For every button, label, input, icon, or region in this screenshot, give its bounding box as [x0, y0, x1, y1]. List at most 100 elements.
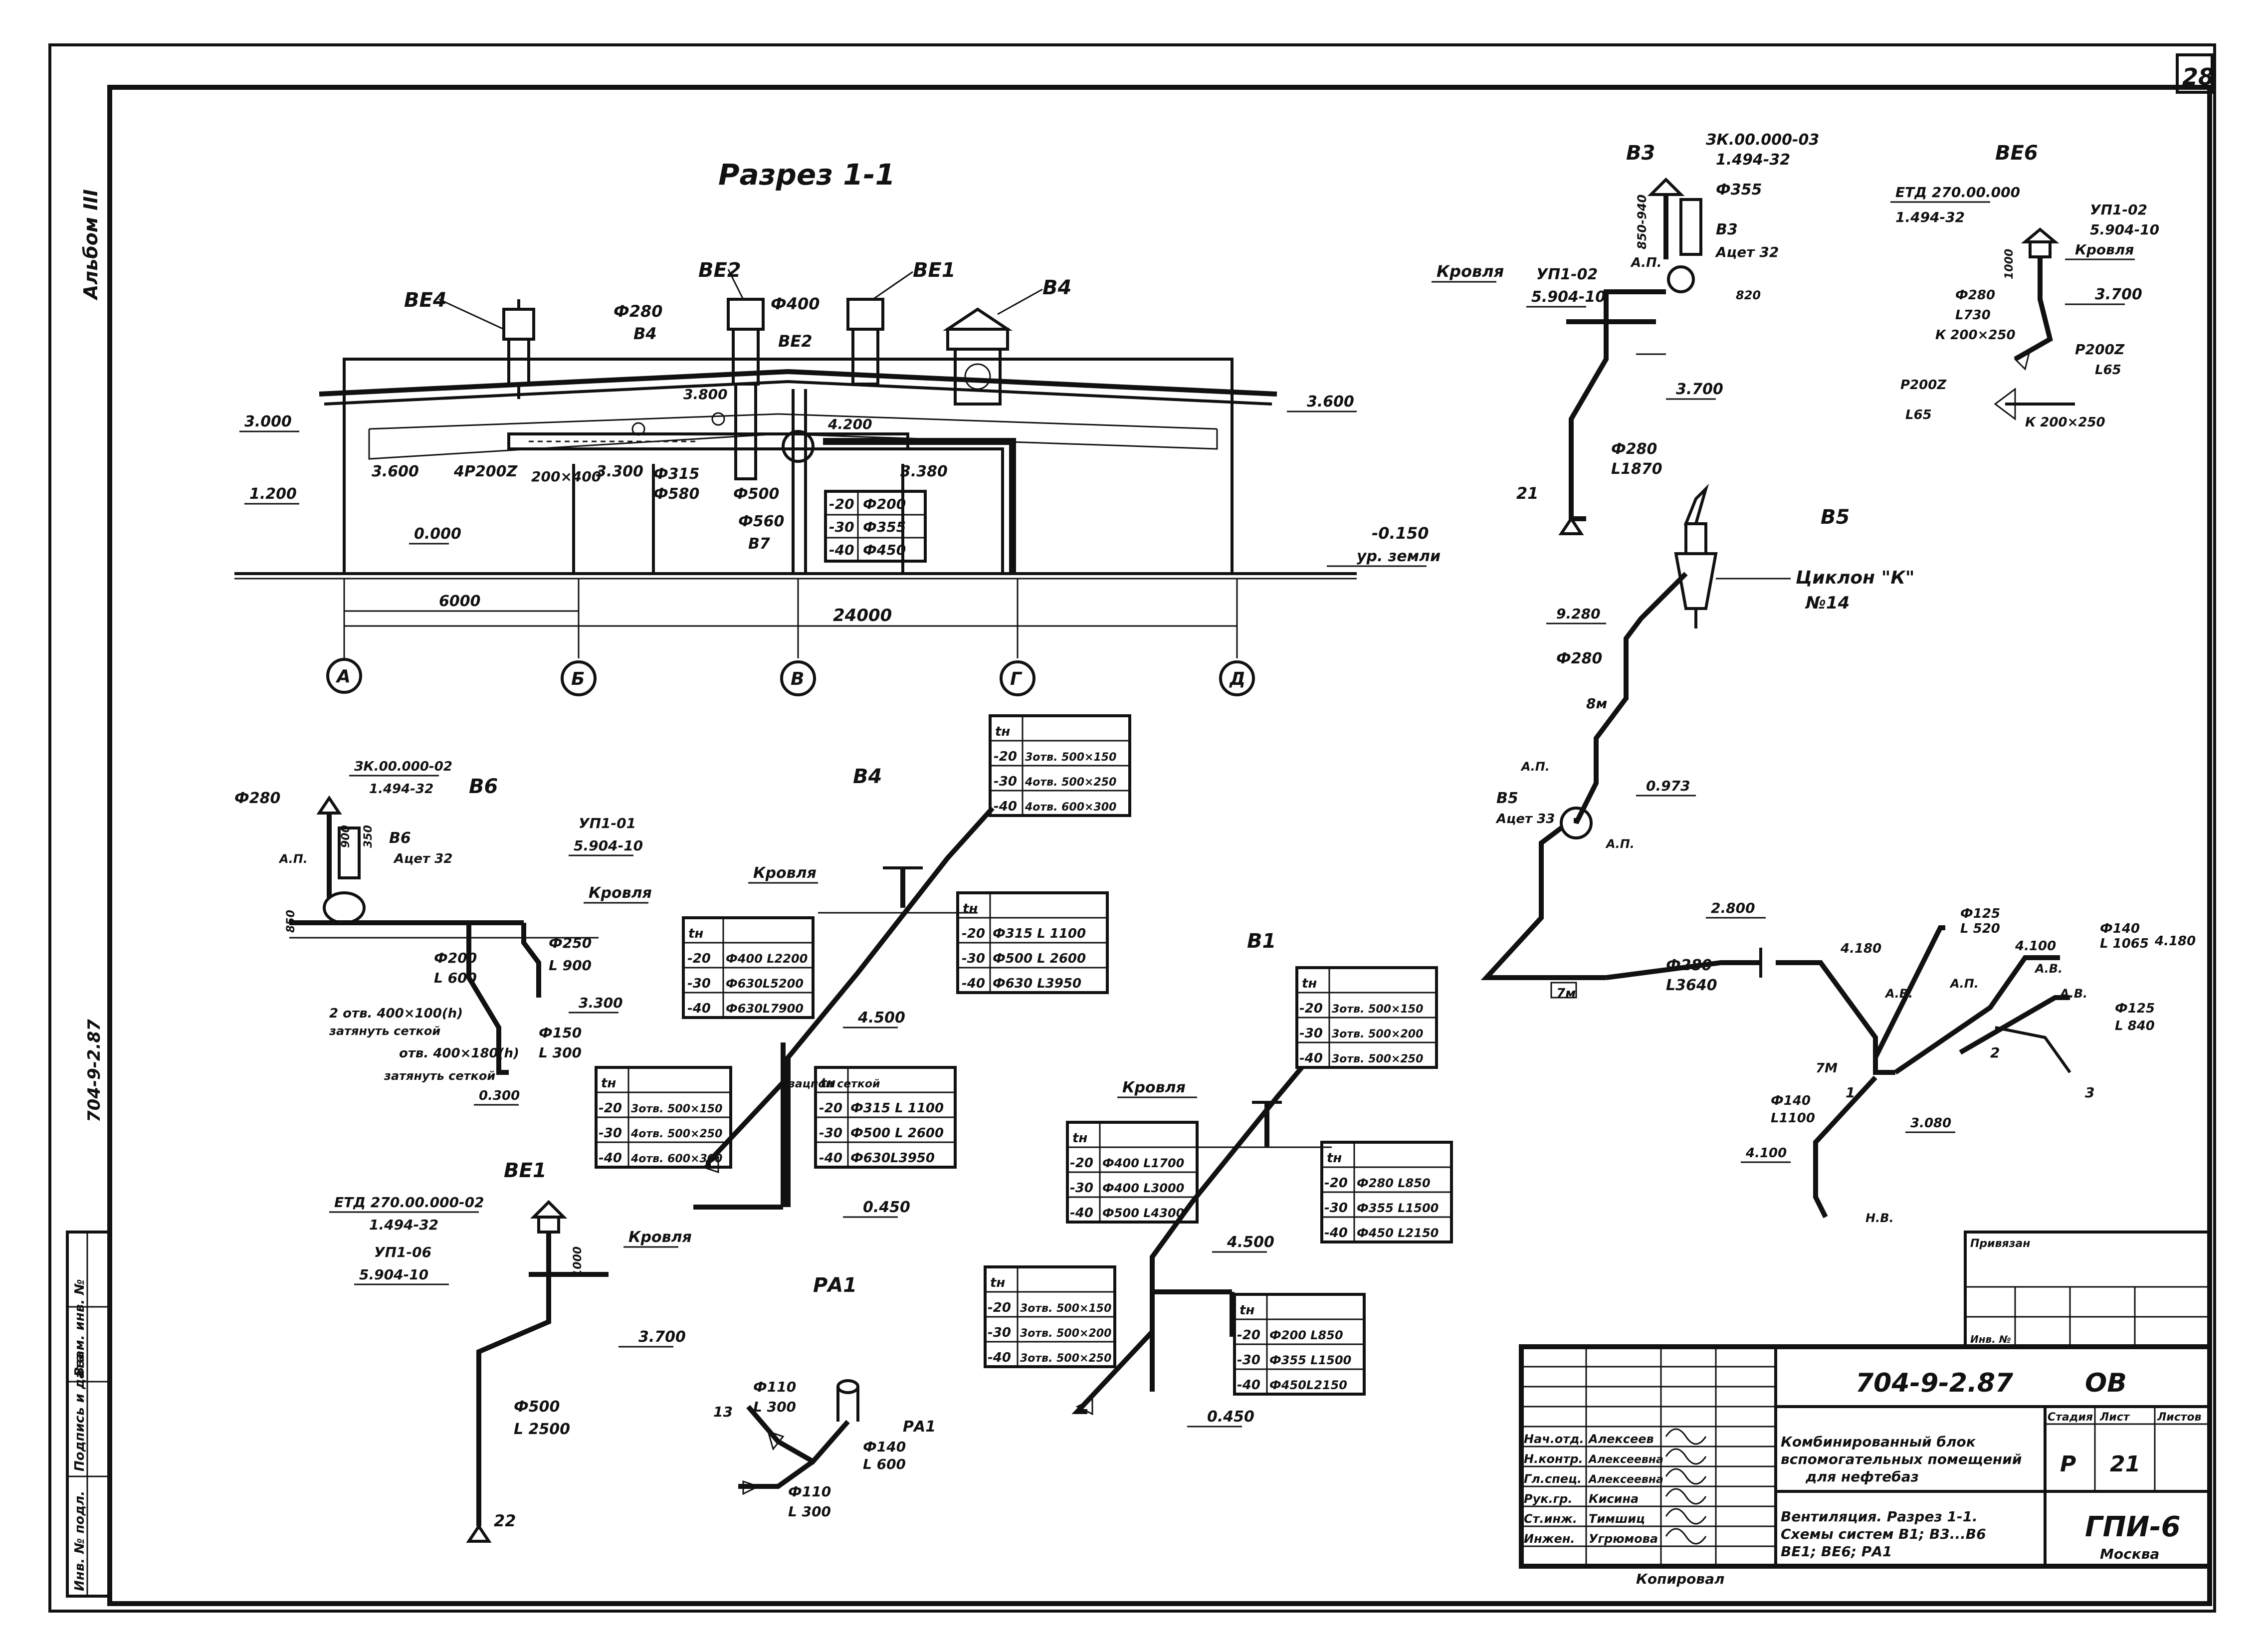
svg-text:Ф140: Ф140: [1771, 1093, 1811, 1108]
svg-text:ЕТД 270.00.000-02: ЕТД 270.00.000-02: [334, 1194, 484, 1211]
svg-text:7м: 7м: [1556, 986, 1576, 1001]
svg-text:В4: В4: [853, 765, 882, 788]
svg-text:4.500: 4.500: [857, 1009, 905, 1027]
album-label: Альбом III: [80, 189, 102, 301]
svg-text:4.100: 4.100: [1745, 1146, 1787, 1161]
svg-text:Д: Д: [1229, 669, 1245, 689]
svg-text:А.В.: А.В.: [1884, 987, 1913, 1001]
svg-text:0.973: 0.973: [1646, 778, 1690, 794]
svg-text:9.280: 9.280: [1556, 606, 1601, 622]
svg-text:Б: Б: [571, 669, 585, 689]
svg-text:РА1: РА1: [903, 1418, 936, 1436]
svg-text:Ф110: Ф110: [753, 1379, 796, 1395]
svg-text:ЗК.00.000-03: ЗК.00.000-03: [1705, 131, 1819, 149]
svg-text:-30: -30: [687, 976, 711, 991]
svg-text:3отв. 500×150: 3отв. 500×150: [1025, 751, 1116, 764]
svg-text:-30: -30: [599, 1126, 622, 1141]
svg-text:4.200: 4.200: [827, 416, 872, 432]
svg-text:0.300: 0.300: [479, 1088, 520, 1103]
svg-text:tн: tн: [688, 926, 703, 941]
scheme-be1: ВЕ1 ЕТД 270.00.000-02 1.494-32 УП1-06 5.…: [329, 1159, 692, 1543]
svg-text:Ф630L5200: Ф630L5200: [726, 977, 804, 991]
svg-text:В3: В3: [1626, 142, 1655, 165]
svg-text:5.904-10: 5.904-10: [2090, 221, 2159, 238]
svg-text:Тимшиц: Тимшиц: [1589, 1512, 1645, 1526]
svg-text:ЗК.00.000-02: ЗК.00.000-02: [354, 759, 452, 774]
svg-text:L65: L65: [1905, 408, 1932, 422]
svg-text:Ацет 33: Ацет 33: [1495, 812, 1555, 826]
svg-text:Ф580: Ф580: [653, 485, 699, 503]
svg-text:-30: -30: [1070, 1181, 1093, 1196]
svg-text:Ф630L3950: Ф630L3950: [850, 1151, 935, 1166]
svg-text:tн: tн: [1072, 1131, 1087, 1146]
svg-text:РА1: РА1: [813, 1274, 857, 1297]
svg-text:L 520: L 520: [1960, 921, 2000, 936]
b4-table-top: tн -20 3отв. 500×150 -30 4отв. 500×250 -…: [989, 714, 1131, 817]
svg-text:3отв. 500×250: 3отв. 500×250: [1020, 1352, 1111, 1365]
svg-text:Ф500 L 2600: Ф500 L 2600: [850, 1126, 944, 1141]
svg-text:4отв. 600×300: 4отв. 600×300: [630, 1153, 722, 1165]
svg-text:Ф400 L2200: Ф400 L2200: [726, 952, 808, 966]
svg-text:L 600: L 600: [863, 1456, 906, 1472]
svg-text:Ф280: Ф280: [234, 790, 280, 807]
svg-text:-30: -30: [962, 951, 985, 966]
svg-text:Ф500 L 2600: Ф500 L 2600: [993, 951, 1086, 966]
svg-text:Ф110: Ф110: [788, 1483, 831, 1500]
fan-be1: [846, 298, 884, 386]
svg-text:с/зацпоп сеткой: с/зацпоп сеткой: [778, 1078, 880, 1090]
svg-text:1.200: 1.200: [249, 485, 297, 503]
svg-text:А.В.: А.В.: [2034, 962, 2062, 976]
svg-text:4отв. 600×300: 4отв. 600×300: [1025, 801, 1116, 814]
scheme-b3: В3 ЗК.00.000-03 1.494-32 Ф355 850-940 В3…: [1432, 131, 1819, 535]
scheme-pa1: РА1 Ф110 L 300 13 РА1 Ф140 L 600 Ф110 L …: [713, 1274, 936, 1520]
svg-text:Ф280: Ф280: [1955, 288, 1995, 303]
svg-text:Кровля: Кровля: [1122, 1079, 1186, 1096]
b4-table-right: tн -20 Ф315 L 1100 -30 Ф500 L 2600 -40 Ф…: [956, 891, 1109, 994]
svg-text:Ф315 L 1100: Ф315 L 1100: [993, 926, 1086, 941]
svg-text:L 300: L 300: [539, 1044, 582, 1061]
left-signature-strip: Инв. № подл. Подпись и дата Взам. инв. №: [66, 1231, 111, 1598]
svg-text:Кровля: Кровля: [2075, 241, 2134, 258]
svg-text:Гл.спец.: Гл.спец.: [1524, 1472, 1582, 1486]
fan-b4: [943, 307, 1013, 406]
svg-text:1000: 1000: [572, 1246, 584, 1277]
svg-text:-20: -20: [1324, 1176, 1348, 1191]
svg-text:3.300: 3.300: [579, 995, 623, 1011]
svg-text:1: 1: [1846, 1084, 1855, 1101]
svg-text:ЕТД 270.00.000: ЕТД 270.00.000: [1895, 184, 2020, 201]
svg-text:3.080: 3.080: [1910, 1116, 1951, 1131]
svg-text:Взам. инв. №: Взам. инв. №: [72, 1279, 87, 1377]
svg-text:Алексеевна: Алексеевна: [1588, 1453, 1663, 1466]
sheet-number-box: [2176, 53, 2214, 94]
svg-text:L 300: L 300: [753, 1399, 796, 1415]
svg-text:Р: Р: [2060, 1451, 2076, 1477]
scheme-b6: В6 ЗК.00.000-02 1.494-32 Ф280 В6 Ацет 32…: [234, 759, 652, 1106]
svg-text:Ф140: Ф140: [863, 1439, 906, 1455]
svg-text:1.494-32: 1.494-32: [369, 1217, 438, 1233]
b1-table-bl: tн -20 3отв. 500×150 -30 3отв. 500×200 -…: [984, 1265, 1116, 1368]
svg-text:Ф315 L 1100: Ф315 L 1100: [850, 1101, 944, 1116]
svg-text:tн: tн: [821, 1076, 835, 1091]
svg-text:4.100: 4.100: [2015, 939, 2056, 954]
svg-text:В5: В5: [1496, 790, 1518, 807]
inner-border: [107, 85, 2212, 1606]
svg-text:В5: В5: [1821, 506, 1850, 529]
svg-text:1.494-32: 1.494-32: [369, 782, 433, 797]
svg-text:5.904-10: 5.904-10: [359, 1266, 428, 1283]
svg-text:Рук.гр.: Рук.гр.: [1524, 1492, 1572, 1506]
svg-text:0.000: 0.000: [414, 525, 461, 543]
svg-text:ВЕ2: ВЕ2: [698, 259, 741, 282]
svg-text:Ст.инж.: Ст.инж.: [1524, 1512, 1577, 1526]
svg-text:Н.контр.: Н.контр.: [1524, 1452, 1583, 1466]
svg-text:Ф355: Ф355: [1716, 181, 1762, 199]
svg-text:Листов: Листов: [2157, 1411, 2202, 1424]
svg-text:Комбинированный блок: Комбинированный блок: [1781, 1434, 1976, 1450]
svg-text:200×400: 200×400: [531, 468, 601, 485]
svg-text:-30: -30: [1324, 1201, 1348, 1216]
svg-text:-40: -40: [988, 1350, 1011, 1365]
svg-text:2 отв. 400×100(h): 2 отв. 400×100(h): [329, 1006, 463, 1021]
svg-text:К 200×250: К 200×250: [2025, 415, 2105, 430]
svg-text:Ф400 L1700: Ф400 L1700: [1102, 1156, 1184, 1170]
section-1-1: Разрез 1-1: [234, 158, 1441, 696]
b4-table-br: tн -20 Ф315 L 1100 -30 Ф500 L 2600 -40 Ф…: [814, 1066, 957, 1169]
